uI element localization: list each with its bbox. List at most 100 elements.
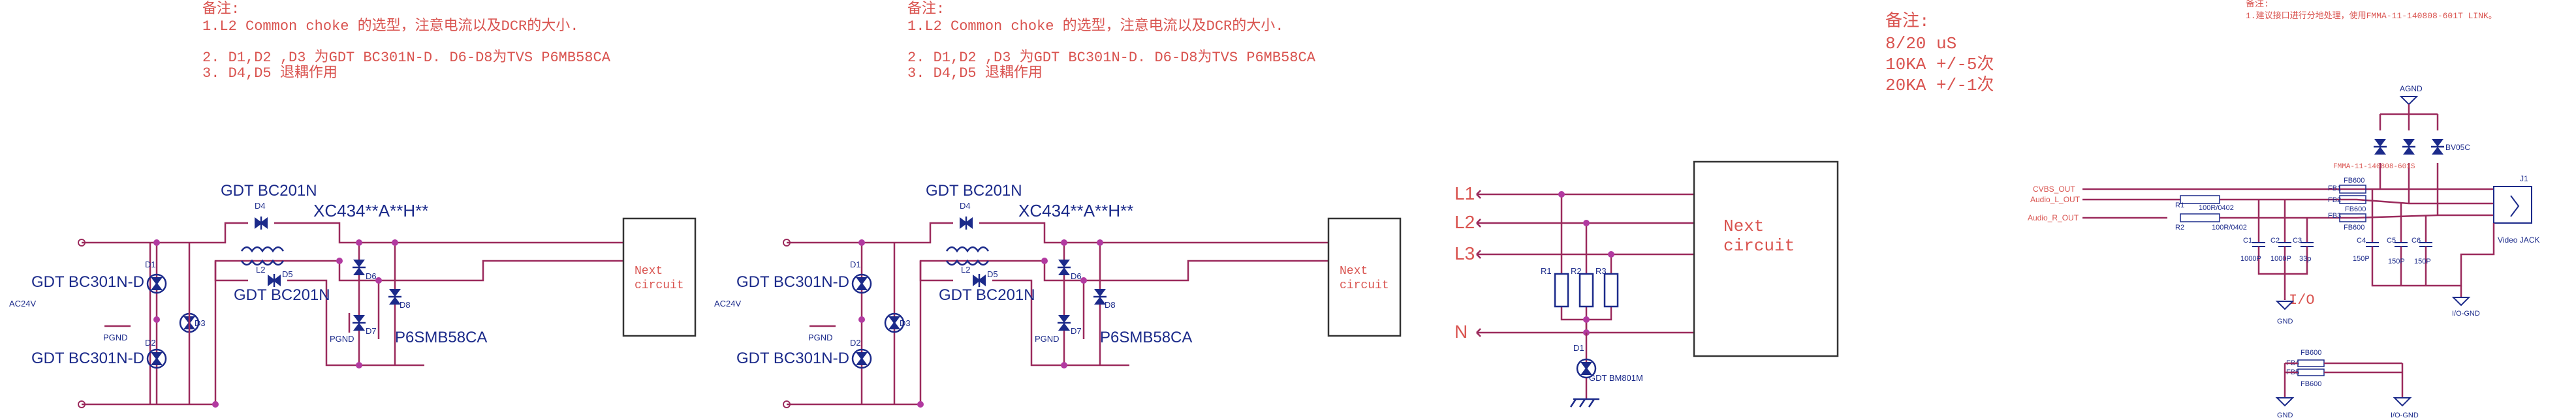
panel-2: 备注: 1.L2 Common choke 的选型，注意电流以及DCR的大小. …: [714, 1, 1402, 408]
value-label: FB600: [2301, 349, 2321, 357]
ref-label: R1: [2175, 202, 2184, 209]
jack-ref: J1: [2520, 174, 2528, 183]
ref-label: C4: [2357, 237, 2366, 245]
gdt-top-label: GDT BC201N: [926, 182, 1022, 200]
line-label: L1: [1454, 183, 1475, 203]
next-label: circuit: [1340, 279, 1389, 292]
ref-label: D1: [850, 260, 861, 269]
note-line: 1.L2 Common choke 的选型，注意电流以及DCR的大小.: [907, 18, 1283, 35]
note-line: 20KA +/-1次: [1885, 75, 1994, 95]
gdt-mid-label: GDT BC201N: [939, 286, 1035, 304]
value-label: FB600: [2301, 380, 2321, 388]
note-title: 备注:: [202, 1, 240, 18]
value-label: 100R/0402: [2212, 224, 2247, 232]
ref-label: FB2: [2328, 196, 2341, 204]
ref-label: D4: [960, 201, 971, 211]
next-label: circuit: [1723, 236, 1795, 256]
ac-label: AC24V: [9, 299, 37, 308]
ref-label: FB3: [2328, 212, 2341, 220]
note-line: 8/20 uS: [1885, 34, 1956, 53]
line-label: L2: [1454, 212, 1475, 232]
ref-label: D1: [1573, 343, 1584, 353]
note-line: 3. D4,D5 退耦作用: [202, 65, 338, 82]
ref-label: R1: [1541, 266, 1552, 276]
ref-label: L2: [961, 265, 970, 275]
ref-label: D7: [1071, 326, 1082, 336]
ref-label: FB1: [2328, 185, 2341, 192]
note-line: 10KA +/-5次: [1885, 54, 1994, 74]
pgnd-label: PGND: [330, 334, 354, 344]
chip-label: XC434**A**H**: [313, 201, 428, 220]
line-label: L3: [1454, 243, 1475, 263]
ref-label: D1: [145, 260, 156, 269]
iognd-label: I/O-GND: [2391, 412, 2419, 419]
ref-label: D8: [400, 300, 411, 310]
gdt-top-label: GDT BC201N: [221, 182, 317, 200]
note-line: 3. D4,D5 退耦作用: [907, 65, 1043, 82]
diode-d4-symbol: [253, 215, 269, 231]
ref-label: D3: [900, 318, 911, 328]
part-label: FMMA-11-140808-601S: [2333, 163, 2415, 171]
panel-3: L1 L2 L3 N: [1454, 160, 1839, 408]
ref-label: D5: [282, 269, 293, 279]
next-circuit-box: [622, 217, 697, 337]
ref-label: C1: [2243, 237, 2252, 245]
next-label: Next: [1723, 217, 1764, 236]
value-label: 1000P: [2270, 255, 2291, 263]
iognd-label: I/O-GND: [2452, 310, 2480, 318]
signal-label: Audio_L_OUT: [2030, 195, 2081, 204]
note-line: 1.L2 Common choke 的选型，注意电流以及DCR的大小.: [202, 18, 578, 35]
chip-label: XC434**A**H**: [1018, 201, 1133, 220]
line-label: N: [1454, 322, 1468, 342]
gnd-label: GND: [2277, 318, 2293, 325]
ac-label: AC24V: [714, 299, 742, 308]
ref-label: R3: [1595, 266, 1607, 276]
ref-label: R2: [1571, 266, 1582, 276]
next-circuit-box: [1327, 217, 1402, 337]
ref-label: D2: [145, 338, 156, 348]
diode-d5-symbol: [266, 273, 282, 288]
value-label: 1000P: [2240, 255, 2261, 263]
note-line: 2. D1,D2 ,D3 为GDT BC301N-D. D6-D8为TVS P6…: [202, 49, 611, 66]
value-label: 150P: [2353, 255, 2370, 263]
gnd-label: GND: [2277, 412, 2293, 419]
note-line: 1.建议接口进行分地处理，使用FMMA-11-140808-601T LINK。: [2246, 10, 2497, 21]
panel-4-notes: 备注: 8/20 uS 10KA +/-5次 20KA +/-1次: [1885, 11, 1994, 95]
ref-label: L2: [256, 265, 265, 275]
note-line: 2. D1,D2 ,D3 为GDT BC301N-D. D6-D8为TVS P6…: [907, 49, 1316, 66]
ref-label: D2: [850, 338, 861, 348]
note-title: 备注:: [1885, 11, 1930, 31]
tvs-d7-symbol: [351, 314, 367, 332]
tvs-label: P6SMB58CA: [1100, 329, 1192, 346]
value-label: 150P: [2388, 258, 2405, 265]
note-title: 备注:: [2246, 0, 2269, 10]
value-label: FB600: [2345, 205, 2366, 213]
ref-label: D4: [255, 201, 266, 211]
value-label: FB600: [2344, 177, 2364, 185]
gdt-mid-label: GDT BC201N: [234, 286, 330, 304]
ref-label: C6: [2411, 237, 2421, 245]
ref-label: C3: [2293, 237, 2302, 245]
gdt-left-label: GDT BC301N-D: [736, 350, 849, 367]
ref-label: D3: [195, 318, 206, 328]
value-label: 100R/0402: [2199, 204, 2234, 212]
jack-label: Video JACK: [2498, 235, 2539, 245]
gdt-label: GDT BM801M: [1589, 373, 1643, 383]
ref-label: C2: [2270, 237, 2280, 245]
next-circuit-box: [1693, 160, 1839, 357]
ref-label: D6: [1071, 271, 1082, 281]
ref-label: R2: [2175, 224, 2184, 232]
ref-label: D7: [366, 326, 377, 336]
note-title: 备注:: [907, 1, 945, 18]
signal-label: Audio_R_OUT: [2028, 213, 2079, 222]
value-label: 33p: [2299, 255, 2311, 263]
gdt-left-label: GDT BC301N-D: [736, 273, 849, 291]
agnd-label: AGND: [2400, 84, 2423, 93]
next-label: circuit: [635, 279, 684, 292]
io-label: I/O: [2289, 292, 2315, 308]
next-label: Next: [1340, 265, 1368, 278]
gdt-left-label: GDT BC301N-D: [31, 273, 144, 291]
value-label: FB600: [2344, 224, 2364, 232]
pgnd-label: PGND: [103, 333, 128, 342]
